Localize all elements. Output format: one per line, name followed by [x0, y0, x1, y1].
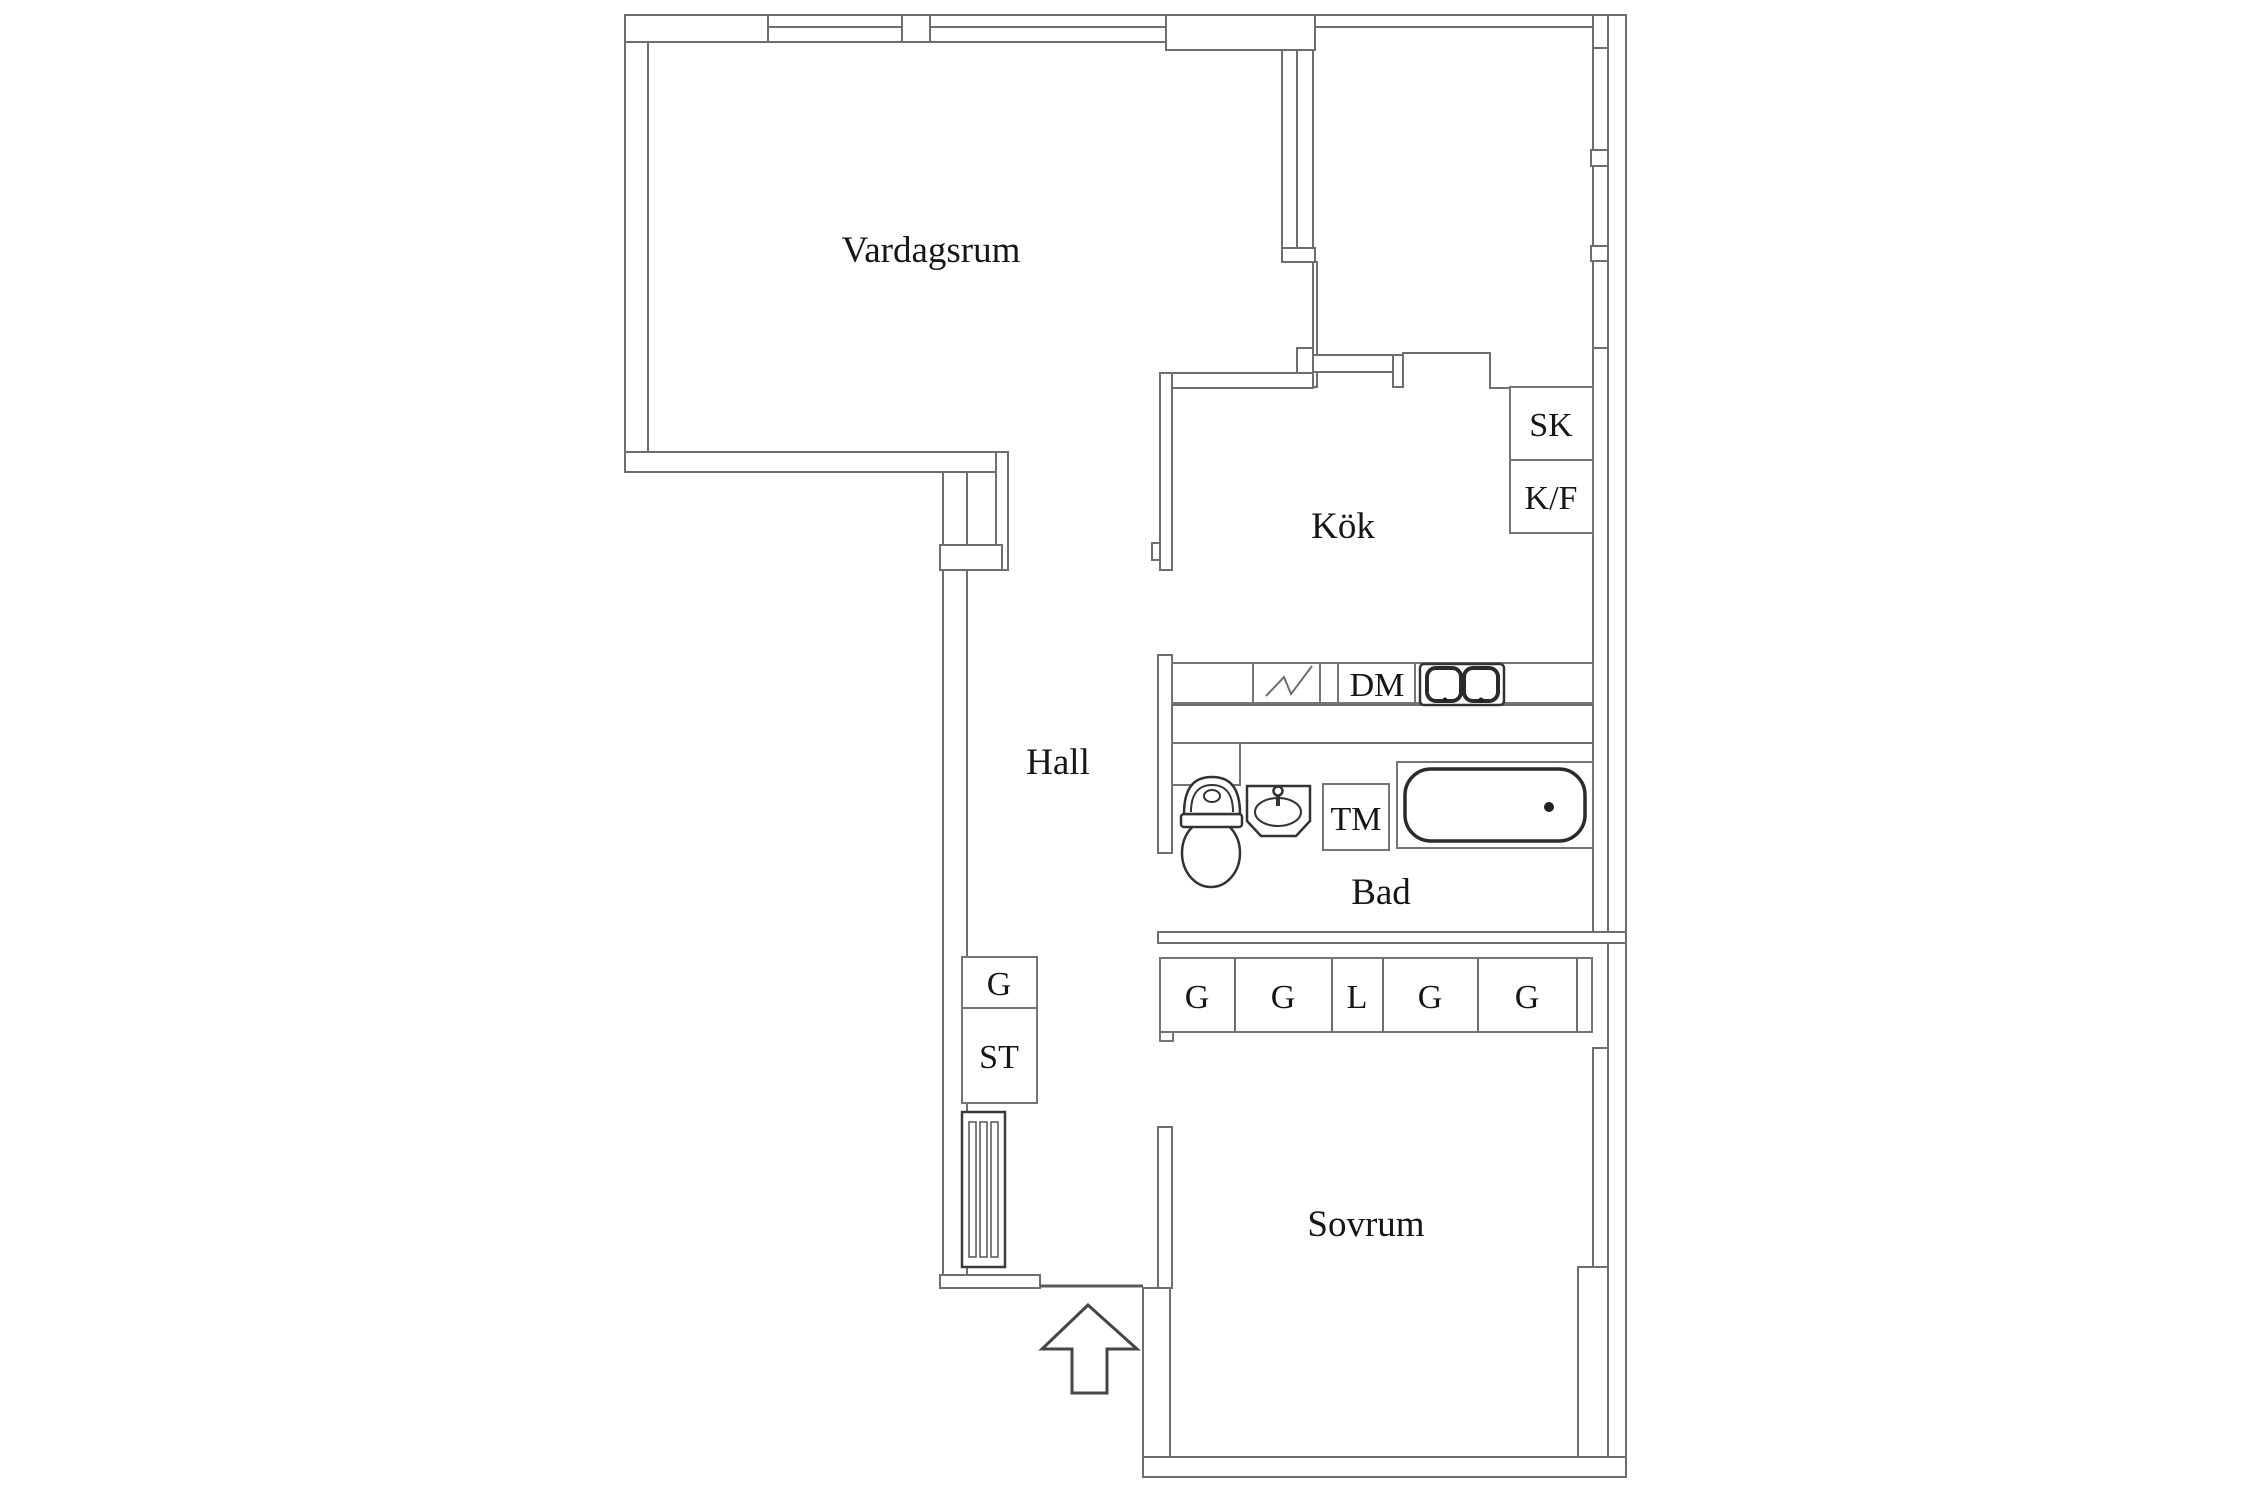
label-closet-g2: G	[1271, 979, 1296, 1016]
label-kitchen: Kök	[1311, 506, 1375, 547]
kitchen-counter	[1171, 662, 1594, 707]
wall-bedroom-bottom	[1142, 1456, 1627, 1478]
label-closet-g3: G	[1418, 979, 1443, 1016]
kitchen-sink-icon	[1418, 662, 1506, 707]
window-bedroom-right	[1592, 1047, 1609, 1268]
wall-top-room-top	[1314, 14, 1594, 28]
label-hall-g: G	[987, 966, 1012, 1003]
wall-living-room-bottom	[624, 451, 1009, 473]
window-top-left	[767, 14, 903, 43]
window-top-right	[929, 14, 1167, 43]
wall-top-room-bottom	[1402, 352, 1593, 389]
room-labels: Vardagsrum Kök Hall Bad Sovrum	[842, 230, 1425, 1245]
label-sk: SK	[1529, 407, 1573, 444]
wall-bathroom-bottom	[1157, 931, 1627, 944]
wall-top-room-left	[1312, 261, 1318, 388]
label-washing-machine: TM	[1331, 801, 1382, 838]
wall-top-segment-2	[1165, 14, 1316, 51]
wall-bedroom-right-shaft	[1577, 1266, 1609, 1458]
storage-labels: SK K/F G ST G G L G G	[979, 407, 1577, 1076]
wall-right-inner-strip	[1592, 347, 1609, 944]
wall-right-outer	[1607, 14, 1627, 1478]
wall-kitchen-left-notch	[1151, 542, 1161, 561]
label-closet-l: L	[1347, 979, 1368, 1016]
appliance-labels: DM TM	[1331, 667, 1405, 838]
wall-bathroom-left	[1157, 654, 1173, 854]
window-right-top-room	[1590, 47, 1609, 349]
kitchen-doorway	[1296, 347, 1404, 388]
stove-icon	[1252, 662, 1321, 704]
bathroom-fixtures	[1171, 742, 1594, 889]
wall-left-outer	[624, 14, 649, 473]
toilet-icon	[1179, 775, 1244, 889]
label-bedroom: Sovrum	[1307, 1204, 1424, 1245]
wall-hall-pier	[939, 544, 1003, 571]
label-hall: Hall	[1026, 742, 1090, 783]
washing-machine-box	[1322, 783, 1390, 851]
bedroom-closet-row	[1159, 957, 1593, 1042]
wall-kitchen-bathroom	[1171, 704, 1594, 744]
washbasin-icon	[1245, 784, 1312, 838]
label-kf: K/F	[1525, 480, 1578, 517]
label-bathroom: Bad	[1351, 872, 1411, 913]
closets	[961, 386, 1594, 1104]
wall-top-segment-1	[624, 14, 769, 43]
hall-closet-box	[961, 1007, 1038, 1104]
kitchen-closet-sk-box	[1509, 386, 1594, 461]
label-closet-g4: G	[1515, 979, 1540, 1016]
wall-hall-bottom	[939, 1274, 1041, 1289]
entry-arrow-icon	[1038, 1302, 1141, 1395]
wall-pier-top	[901, 14, 931, 43]
wall-cavity-living-room-right	[1281, 49, 1316, 263]
walls	[624, 14, 1627, 1478]
kitchen-fridge-freezer-box	[1509, 459, 1594, 534]
wall-bedroom-left-outer	[1142, 1287, 1171, 1478]
label-closet-g1: G	[1185, 979, 1210, 1016]
wall-kitchen-top	[1159, 372, 1314, 389]
wall-kitchen-left	[1159, 372, 1173, 571]
label-living-room: Vardagsrum	[842, 230, 1021, 271]
radiator-icon	[960, 1110, 1007, 1269]
label-hall-st: ST	[979, 1039, 1019, 1076]
wall-bedroom-left-upper	[1157, 1126, 1173, 1289]
label-dishwasher: DM	[1350, 667, 1405, 704]
dishwasher-box	[1337, 662, 1416, 704]
bathtub-icon	[1396, 761, 1594, 849]
